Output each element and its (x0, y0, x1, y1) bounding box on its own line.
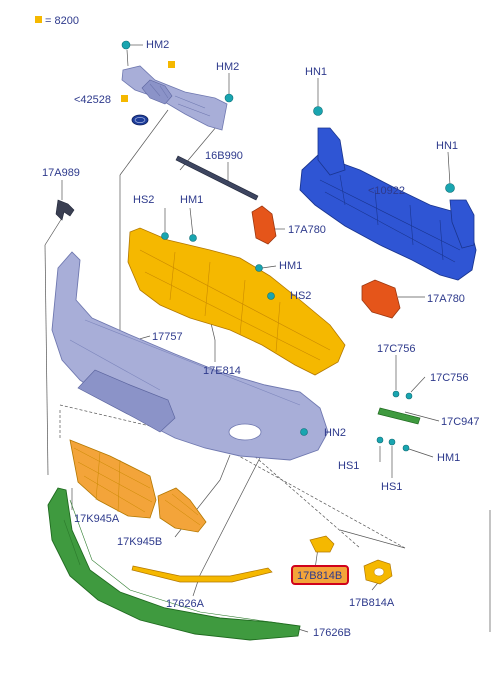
label-hs1-left: HS1 (338, 460, 359, 472)
label-17b814a: 17B814A (349, 597, 395, 609)
label-17a780-bottom: 17A780 (427, 293, 465, 305)
dashed-guides (59, 404, 406, 549)
legend-swatch (35, 16, 42, 23)
trim-17626a (131, 565, 273, 583)
label-hs2-mid: HS2 (290, 290, 311, 302)
clip-hm1-mid (255, 264, 263, 272)
bumper-cover (51, 251, 329, 461)
label-hs2-left: HS2 (133, 194, 154, 206)
clip-hs2-left (161, 232, 169, 240)
bracket-17c947 (377, 407, 421, 425)
energy-absorber (127, 227, 346, 376)
label-10922: <10922 (368, 185, 405, 197)
bracket-17a780-lower (361, 279, 401, 319)
label-17c756-top: 17C756 (377, 343, 416, 355)
legend-marker (168, 61, 175, 68)
clip-hm2-right (224, 93, 234, 103)
clip-hn1-top (313, 106, 323, 116)
bezel-17b814b (309, 535, 335, 553)
label-hm2-top: HM2 (146, 39, 169, 51)
clip-hs2-mid (267, 292, 275, 300)
ford-emblem (131, 114, 149, 126)
label-17k945a: 17K945A (74, 513, 120, 525)
clip-hm2-top (121, 40, 131, 50)
label-17b814b: 17B814B (297, 570, 342, 582)
label-hm1-bottom: HM1 (437, 452, 460, 464)
bumper-reinforcement (299, 127, 477, 281)
part-17a989 (55, 199, 75, 221)
label-17e814: 17E814 (203, 365, 241, 377)
bracket-17a780-upper (251, 205, 277, 245)
clip-hn1-right (445, 183, 455, 193)
clip-hm1-left (189, 234, 197, 242)
label-17757: 17757 (152, 331, 183, 343)
label-hs1-bottom: HS1 (381, 481, 402, 493)
highlight-box-17b814b (291, 565, 349, 585)
clip-hs1-b (388, 438, 396, 446)
clip-17c756-a (392, 390, 400, 398)
clip-hn2 (300, 428, 308, 436)
legend-marker (121, 95, 128, 102)
label-17k945b: 17K945B (117, 536, 162, 548)
label-hn1-top: HN1 (305, 66, 327, 78)
lower-grille-17k945b (157, 487, 207, 533)
clip-hs1-a (376, 436, 384, 444)
label-hm2-right: HM2 (216, 61, 239, 73)
clip-17c756-b (405, 392, 413, 400)
label-17a780-top: 17A780 (288, 224, 326, 236)
legend-text: = 8200 (45, 15, 79, 27)
label-hn2: HN2 (324, 427, 346, 439)
upper-grille (121, 65, 228, 131)
label-hm1-left: HM1 (180, 194, 203, 206)
strip-16b990 (175, 155, 259, 201)
clip-hm1-bottom (402, 444, 410, 452)
label-17a989: 17A989 (42, 167, 80, 179)
label-emblem: <42528 (74, 94, 111, 106)
lower-valance-17626b (47, 487, 301, 641)
lower-grille-17k945a (69, 439, 157, 519)
fasteners (121, 40, 455, 452)
label-hn1-right: HN1 (436, 140, 458, 152)
label-17626a: 17626A (166, 598, 205, 610)
label-17c947: 17C947 (441, 416, 480, 428)
label-16b990: 16B990 (205, 150, 243, 162)
label-17c756-right: 17C756 (430, 372, 469, 384)
label-17626b: 17626B (313, 627, 351, 639)
label-hm1-mid: HM1 (279, 260, 302, 272)
